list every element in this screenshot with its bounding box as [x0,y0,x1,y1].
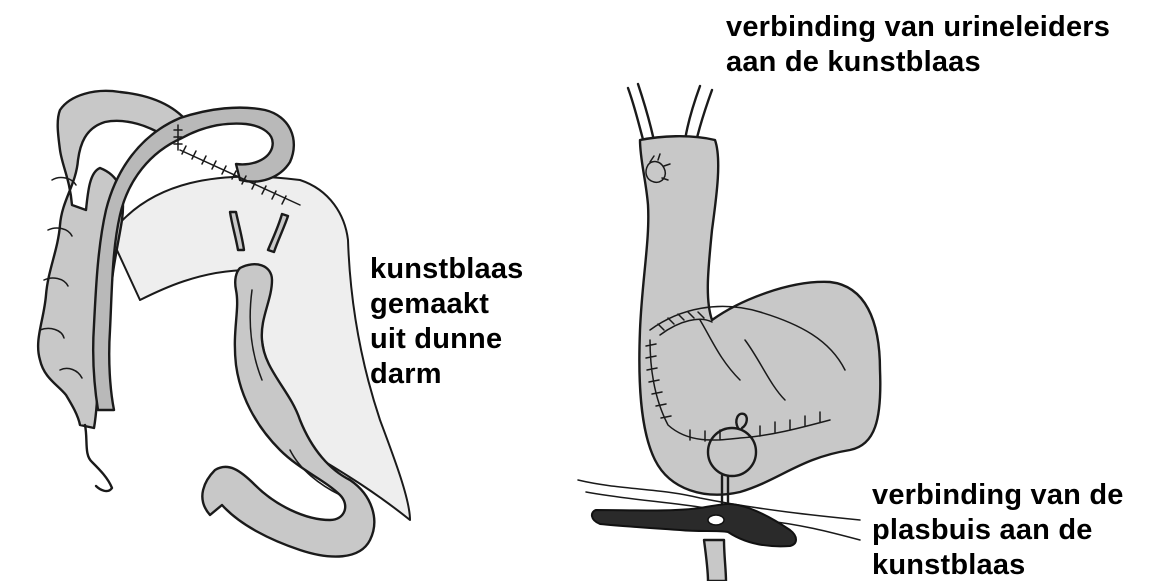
label-ureter-connection: verbinding van urineleiders aan de kunst… [726,10,1110,80]
label-line: darm [370,357,524,392]
label-line: gemaakt [370,287,524,322]
label-line: plasbuis aan de [872,513,1124,548]
appendix [85,425,112,491]
label-line: kunstblaas [872,548,1124,583]
bowel-diagram-left [38,91,410,557]
urethra [704,540,726,581]
label-line: aan de kunstblaas [726,45,1110,80]
pelvic-line-2 [586,492,705,508]
neobladder-diagram-right [578,84,880,581]
label-urethra-connection: verbinding van de plasbuis aan de kunstb… [872,478,1124,583]
urethra-opening [708,515,724,525]
label-line: kunstblaas [370,252,524,287]
label-line: uit dunne [370,322,524,357]
label-neobladder: kunstblaas gemaakt uit dunne darm [370,252,524,392]
label-line: verbinding van de [872,478,1124,513]
pelvic-floor-bar [592,504,796,546]
label-line: verbinding van urineleiders [726,10,1110,45]
